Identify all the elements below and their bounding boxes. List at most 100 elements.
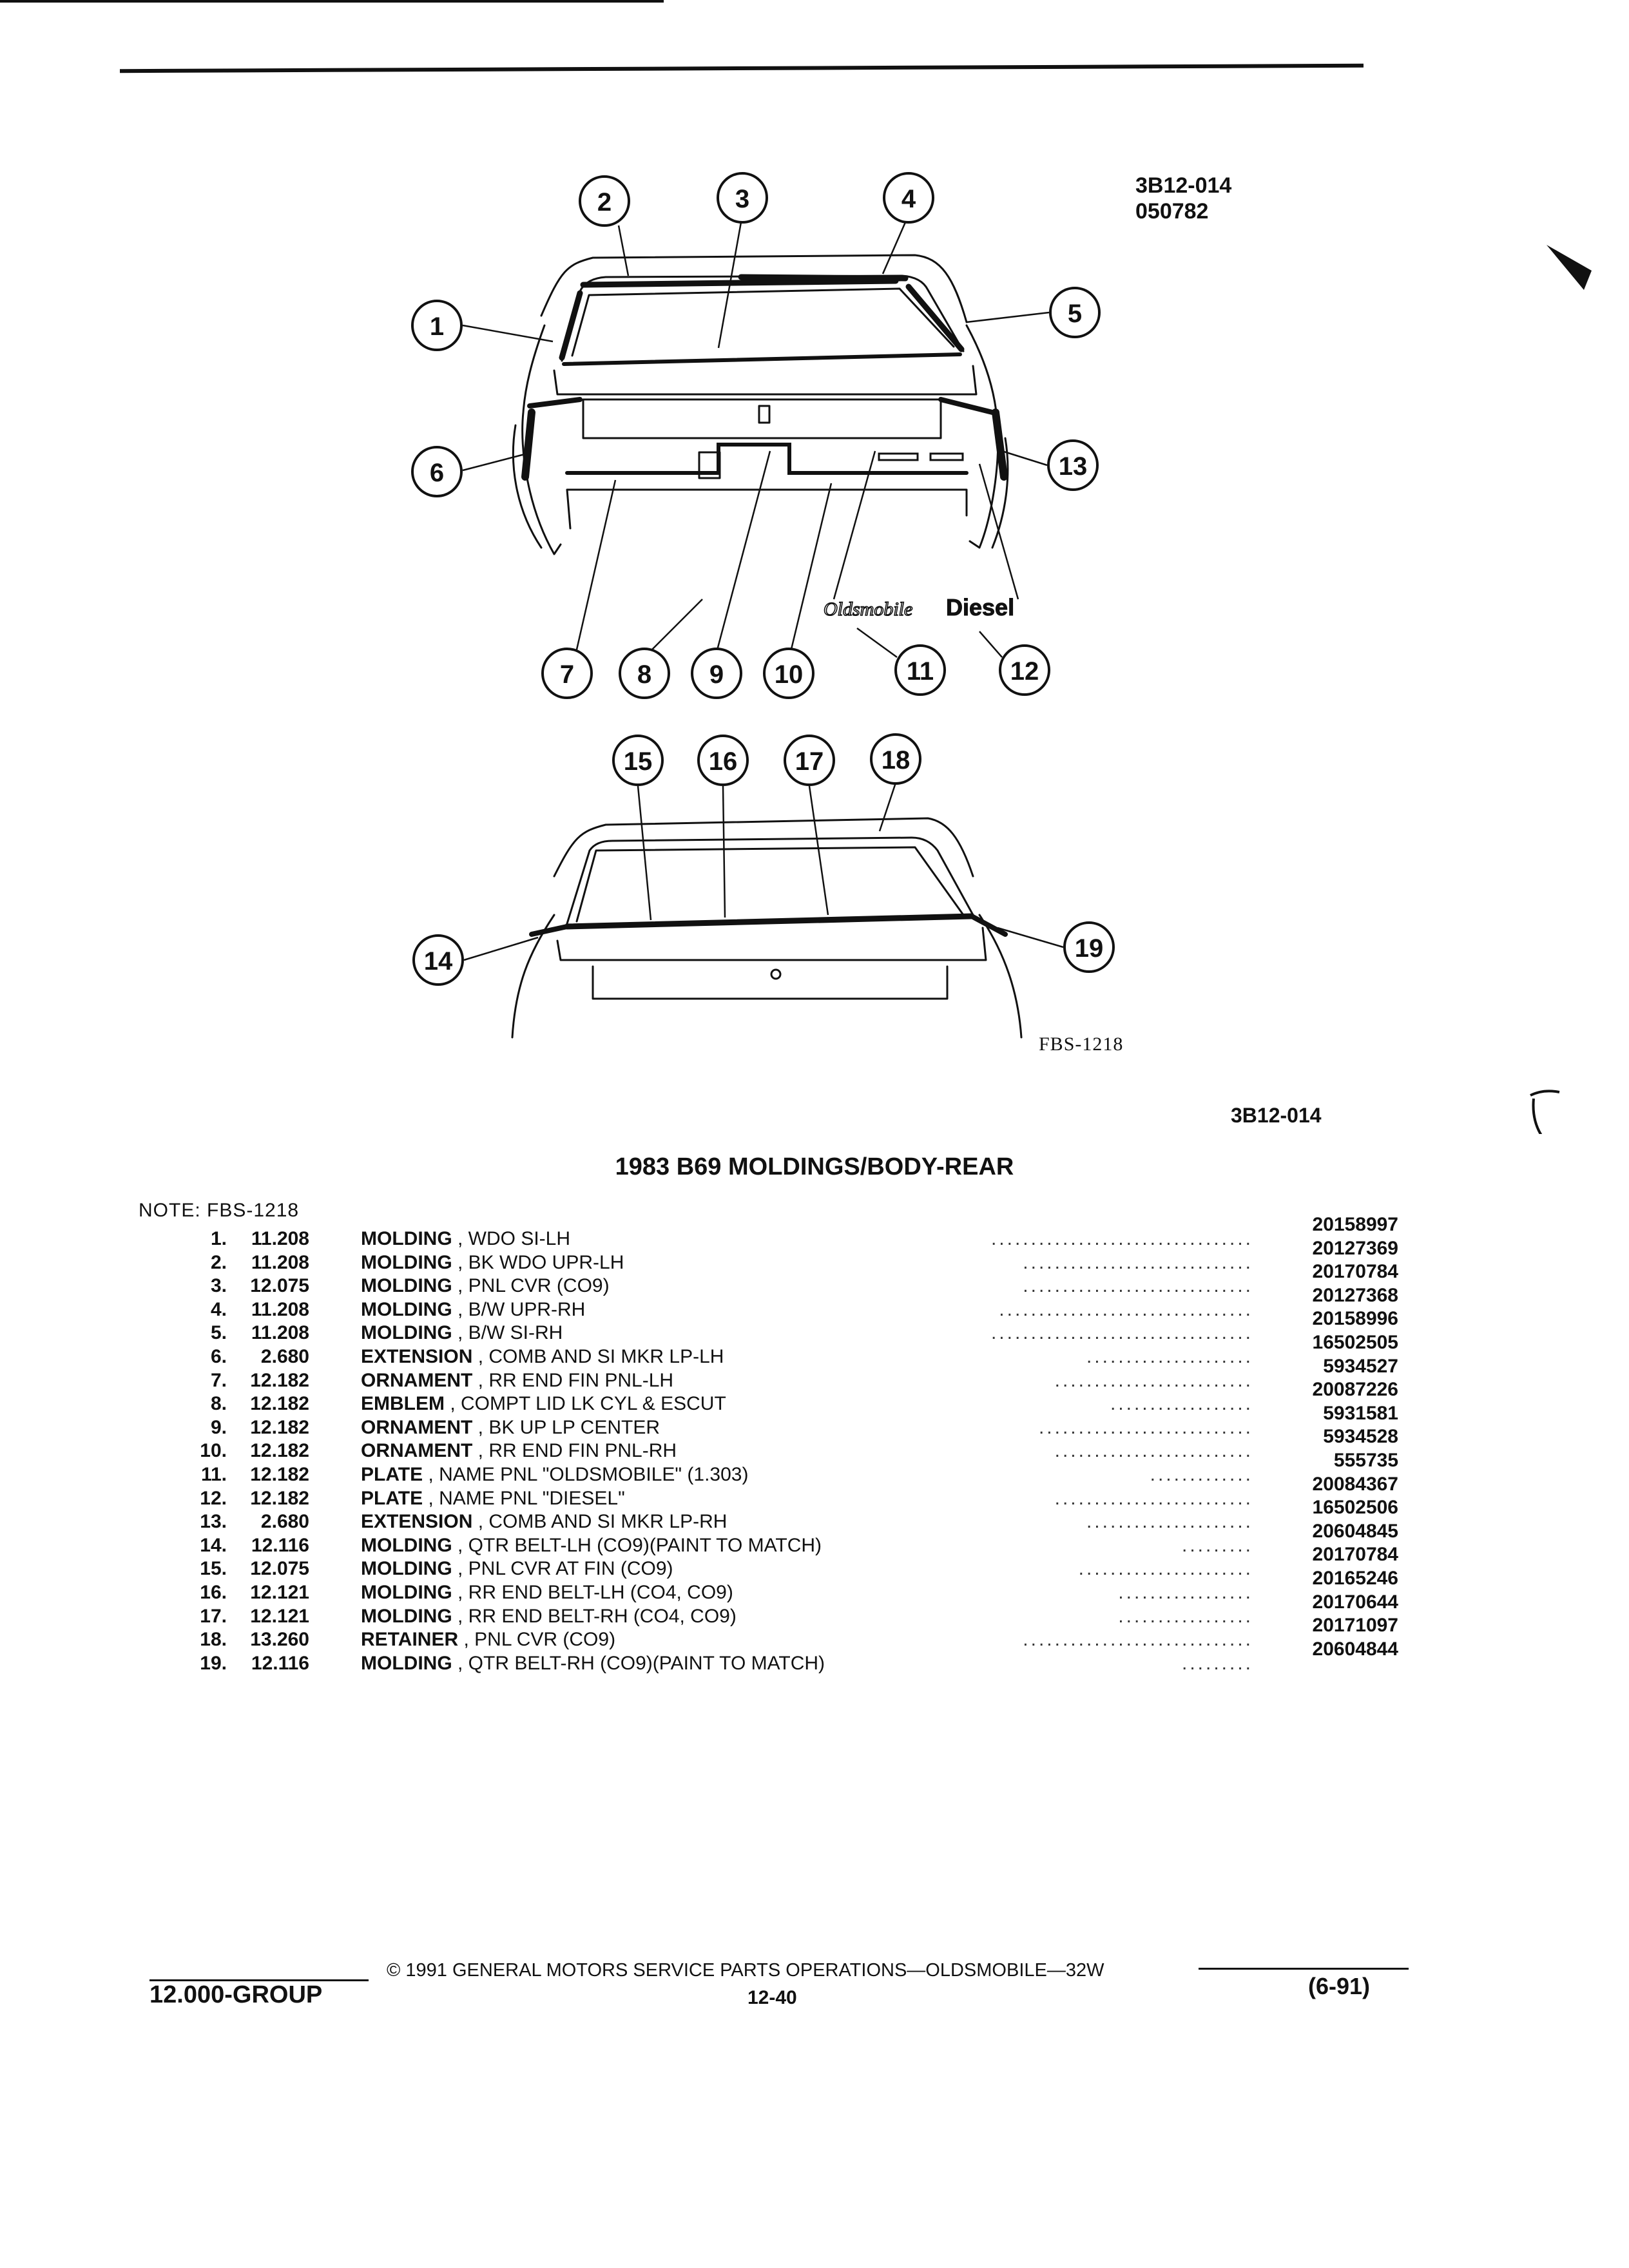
part-description: MOLDING , PNL CVR (CO9) (361, 1275, 610, 1297)
part-detail: , PNL CVR (CO9) (463, 1629, 616, 1651)
part-number: 20604845 (1312, 1520, 1398, 1542)
part-detail: , PNL CVR AT FIN (CO9) (458, 1558, 673, 1580)
leader-dots: ...................... (1078, 1558, 1253, 1580)
item-number: 16. (200, 1581, 227, 1603)
part-name: MOLDING (361, 1558, 452, 1580)
part-name: MOLDING (361, 1605, 452, 1627)
group-number: 12.116 (251, 1652, 309, 1674)
ornament-rr-end-fin-lh (565, 443, 969, 475)
callout-6-label: 6 (430, 459, 444, 487)
part-name: MOLDING (361, 1652, 452, 1674)
corner-rh (938, 397, 995, 415)
callout-4-label: 4 (901, 185, 916, 213)
callout-13 (1047, 439, 1099, 491)
group-number: 12.182 (250, 1487, 309, 1509)
leader-dots: ......................... (1054, 1487, 1253, 1509)
part-number: 20604844 (1312, 1638, 1398, 1660)
parts-row: 8. 12.182 EMBLEM , COMPT LID LK CYL & ESCU… (187, 1379, 1411, 1417)
group-number: 12.182 (250, 1393, 309, 1415)
part-detail: , QTR BELT-LH (CO9)(PAINT TO MATCH) (458, 1534, 822, 1556)
item-number: 8. (210, 1393, 227, 1415)
part-name: PLATE (361, 1487, 423, 1509)
lower-rear-panel (592, 965, 949, 1000)
callout-2-label: 2 (597, 188, 612, 216)
group-number: 12.182 (250, 1463, 309, 1485)
part-description: MOLDING , PNL CVR AT FIN (CO9) (361, 1558, 673, 1580)
top-edge-rule (0, 0, 664, 3)
drawing-code-number: 3B12-014 (1135, 173, 1232, 198)
item-number: 10. (200, 1440, 227, 1462)
leader-dots: ............................. (1023, 1275, 1253, 1297)
part-detail: , RR END BELT-LH (CO4, CO9) (458, 1581, 733, 1603)
group-number: 12.182 (250, 1369, 309, 1391)
item-number: 11. (200, 1463, 227, 1485)
callout-19-label: 19 (1075, 934, 1104, 963)
part-number: 20127369 (1312, 1237, 1398, 1259)
callout-4 (883, 172, 934, 224)
part-description: MOLDING , B/W UPR-RH (361, 1299, 585, 1321)
lower-back-window (564, 836, 974, 929)
lower-deck-lid (556, 927, 987, 961)
item-number: 3. (210, 1275, 227, 1297)
callout-7-label: 7 (560, 660, 574, 689)
callout-17-label: 17 (795, 747, 824, 776)
part-detail: , QTR BELT-RH (CO9)(PAINT TO MATCH) (458, 1652, 825, 1674)
footer-rule-left (149, 1979, 369, 1981)
callout-14 (412, 934, 464, 986)
part-description: ORNAMENT , RR END FIN PNL-RH (361, 1440, 677, 1462)
oldsmobile-emblem-picture: Oldsmobile (823, 598, 913, 620)
part-name: ORNAMENT (361, 1369, 473, 1391)
molding-b-w-si-rh (905, 284, 965, 352)
group-number: 12.075 (250, 1558, 309, 1580)
group-number: 12.182 (250, 1416, 309, 1438)
callout-15 (612, 735, 664, 786)
part-description: ORNAMENT , RR END FIN PNL-LH (361, 1370, 673, 1392)
callout-16 (697, 735, 749, 786)
part-detail: , COMB AND SI MKR LP-RH (477, 1511, 728, 1533)
callout-7 (541, 648, 593, 699)
callout-9 (691, 648, 742, 699)
leader-dots: ..................... (1086, 1345, 1253, 1367)
part-description: EMBLEM , COMPT LID LK CYL & ESCUT (361, 1393, 726, 1415)
part-number: 20170784 (1312, 1544, 1398, 1566)
part-name: ORNAMENT (361, 1416, 473, 1438)
part-number: 20084367 (1312, 1473, 1398, 1495)
part-name: MOLDING (361, 1298, 452, 1320)
part-name: MOLDING (361, 1275, 452, 1297)
item-number: 2. (210, 1251, 227, 1273)
part-description: EXTENSION , COMB AND SI MKR LP-RH (361, 1511, 727, 1533)
diesel-emblem-picture: Diesel (946, 594, 1015, 621)
lower-window-inner (575, 846, 965, 923)
item-number: 13. (200, 1511, 227, 1533)
leader-dots: .................. (1110, 1393, 1253, 1415)
callout-8 (619, 648, 670, 699)
group-number: 12.075 (250, 1275, 309, 1297)
note: NOTE: FBS-1218 (139, 1200, 300, 1221)
parts-diagram: Oldsmobile Diesel (411, 172, 1592, 1134)
group-number: 12.182 (250, 1440, 309, 1462)
part-name: MOLDING (361, 1534, 452, 1556)
callout-1-label: 1 (430, 312, 444, 341)
callout-17 (784, 735, 835, 786)
part-detail: , BK WDO UPR-LH (458, 1251, 624, 1273)
footer-rule-right (1199, 1968, 1409, 1970)
callout-16-label: 16 (709, 747, 738, 776)
lower-roof-outline (553, 817, 974, 878)
part-detail: , NAME PNL "OLDSMOBILE" (1.303) (428, 1463, 749, 1485)
callout-12 (999, 644, 1050, 696)
item-number: 1. (210, 1228, 227, 1249)
part-number: 20158997 (1312, 1214, 1398, 1235)
leader-dots: ..................... (1086, 1511, 1253, 1533)
group-number: 11.208 (251, 1251, 309, 1273)
leader-dots: ............. (1150, 1463, 1253, 1485)
callout-19 (1063, 921, 1115, 973)
section-code: 3B12-014 (1231, 1104, 1322, 1127)
figure-label: FBS-1218 (1039, 1033, 1123, 1055)
part-number: 20127368 (1312, 1284, 1398, 1306)
leader-dots: ................. (1118, 1581, 1253, 1603)
part-description: PLATE , NAME PNL "DIESEL" (361, 1488, 625, 1510)
